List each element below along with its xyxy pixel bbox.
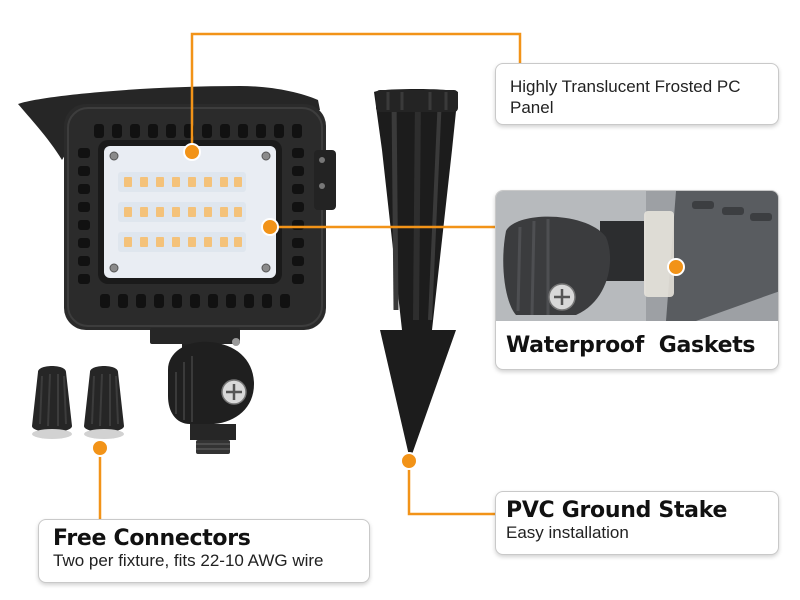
leader-line-stake bbox=[407, 461, 495, 516]
callout-waterproof-gaskets: Waterproof Gaskets bbox=[495, 190, 779, 370]
led-array bbox=[118, 172, 246, 252]
wire-connector bbox=[84, 366, 124, 439]
wire-connectors bbox=[32, 366, 124, 439]
callout-free-connectors: Free Connectors Two per fixture, fits 22… bbox=[38, 519, 370, 583]
callout-gaskets-title: Waterproof Gaskets bbox=[506, 333, 756, 358]
leader-dots bbox=[91, 143, 418, 470]
callout-ground-stake: PVC Ground Stake Easy installation bbox=[495, 491, 779, 555]
callout-connectors-title: Free Connectors bbox=[53, 526, 251, 551]
pvc-ground-stake bbox=[374, 89, 458, 460]
leader-line-panel bbox=[190, 32, 522, 152]
gasket-closeup-photo bbox=[496, 191, 778, 321]
callout-frosted-panel: Highly Translucent Frosted PC Panel bbox=[495, 63, 779, 125]
callout-connectors-subtitle: Two per fixture, fits 22-10 AWG wire bbox=[53, 551, 324, 570]
floodlight-fixture bbox=[18, 86, 336, 454]
leader-lines bbox=[98, 32, 522, 519]
callout-panel-text: Highly Translucent Frosted PC Panel bbox=[510, 77, 741, 117]
callout-stake-title: PVC Ground Stake bbox=[506, 498, 728, 523]
wire-connector bbox=[32, 366, 72, 439]
callout-stake-subtitle: Easy installation bbox=[506, 523, 629, 542]
